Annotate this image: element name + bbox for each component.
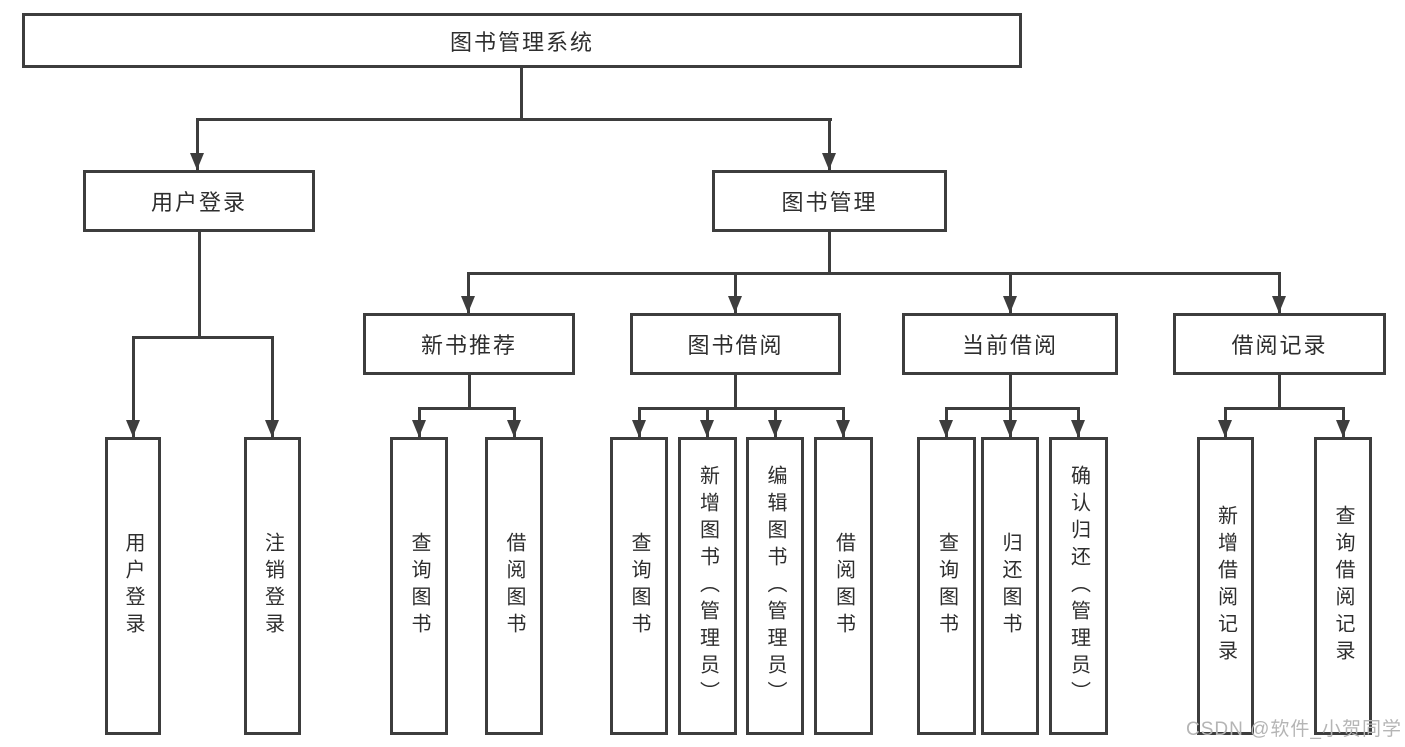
- connector-line: [945, 407, 1079, 410]
- connector-line: [132, 336, 135, 437]
- connector-line: [828, 118, 831, 170]
- leaf-query-books-borrowing-label: 查询图书: [628, 532, 650, 640]
- arrowhead-down-icon: [265, 420, 279, 437]
- arrowhead-down-icon: [728, 296, 742, 313]
- arrowhead-down-icon: [507, 420, 521, 437]
- node-borrowing-records: 借阅记录: [1173, 313, 1386, 375]
- connector-line: [1009, 375, 1012, 407]
- leaf-add-borrow-record-label: 新增借阅记录: [1214, 505, 1237, 667]
- connector-line: [196, 118, 832, 121]
- leaf-query-books-current: 查询图书: [917, 437, 976, 735]
- node-current-borrowing: 当前借阅: [902, 313, 1118, 375]
- arrowhead-down-icon: [1336, 420, 1350, 437]
- leaf-confirm-return-admin-label: 确认归还（管理员）: [1067, 464, 1090, 708]
- connector-line: [271, 336, 274, 437]
- node-book-management: 图书管理: [712, 170, 947, 232]
- arrowhead-down-icon: [412, 420, 426, 437]
- node-new-book-recommendation: 新书推荐: [363, 313, 575, 375]
- leaf-logout: 注销登录: [244, 437, 301, 735]
- leaf-borrow-books: 借阅图书: [814, 437, 873, 735]
- leaf-return-books-label: 归还图书: [999, 532, 1021, 640]
- connector-line: [196, 118, 199, 170]
- leaf-return-books: 归还图书: [981, 437, 1039, 735]
- connector-line: [1278, 375, 1281, 407]
- connector-line: [1009, 272, 1012, 313]
- connector-line: [734, 375, 737, 407]
- node-root-label: 图书管理系统: [449, 29, 594, 55]
- leaf-borrow-books-label: 借阅图书: [832, 532, 855, 640]
- leaf-user-login: 用户登录: [105, 437, 161, 735]
- connector-line: [1278, 272, 1281, 313]
- node-user-login: 用户登录: [83, 170, 315, 232]
- leaf-query-books-recommend: 查询图书: [390, 437, 448, 735]
- leaf-add-borrow-record: 新增借阅记录: [1197, 437, 1254, 735]
- leaf-add-books-admin: 新增图书（管理员）: [678, 437, 737, 735]
- leaf-confirm-return-admin: 确认归还（管理员）: [1049, 437, 1108, 735]
- arrowhead-down-icon: [1218, 420, 1232, 437]
- arrowhead-down-icon: [822, 153, 836, 170]
- leaf-edit-books-admin-label: 编辑图书（管理员）: [764, 464, 786, 708]
- connector-line: [418, 407, 516, 410]
- leaf-query-borrow-record-label: 查询借阅记录: [1332, 505, 1354, 667]
- connector-line: [1224, 407, 1344, 410]
- arrowhead-down-icon: [1003, 296, 1017, 313]
- leaf-query-books-recommend-label: 查询图书: [408, 532, 430, 640]
- leaf-borrow-books-recommend: 借阅图书: [485, 437, 543, 735]
- connector-line: [734, 272, 737, 313]
- leaf-query-borrow-record: 查询借阅记录: [1314, 437, 1372, 735]
- leaf-user-login-label: 用户登录: [122, 532, 144, 640]
- node-book-borrowing-label: 图书借阅: [687, 333, 784, 358]
- arrowhead-down-icon: [836, 420, 850, 437]
- connector-line: [638, 407, 844, 410]
- node-book-borrowing: 图书借阅: [630, 313, 841, 375]
- connector-line: [520, 68, 523, 118]
- connector-line: [467, 272, 470, 313]
- node-user-login-label: 用户登录: [150, 190, 247, 215]
- arrowhead-down-icon: [1272, 296, 1286, 313]
- leaf-logout-label: 注销登录: [261, 532, 284, 640]
- arrowhead-down-icon: [768, 420, 782, 437]
- node-borrowing-records-label: 借阅记录: [1231, 333, 1328, 358]
- arrowhead-down-icon: [939, 420, 953, 437]
- arrowhead-down-icon: [1071, 420, 1085, 437]
- arrowhead-down-icon: [700, 420, 714, 437]
- node-new-book-recommendation-label: 新书推荐: [420, 333, 517, 358]
- node-root: 图书管理系统: [22, 13, 1022, 68]
- arrowhead-down-icon: [126, 420, 140, 437]
- node-current-borrowing-label: 当前借阅: [961, 333, 1058, 358]
- leaf-edit-books-admin: 编辑图书（管理员）: [746, 437, 804, 735]
- leaf-add-books-admin-label: 新增图书（管理员）: [696, 464, 719, 708]
- arrowhead-down-icon: [461, 296, 475, 313]
- arrowhead-down-icon: [190, 153, 204, 170]
- node-book-management-label: 图书管理: [781, 190, 878, 215]
- csdn-watermark: CSDN @软件_小贺同学: [1186, 719, 1402, 740]
- connector-line: [467, 272, 1281, 275]
- connector-line: [132, 336, 274, 339]
- leaf-query-books-borrowing: 查询图书: [610, 437, 668, 735]
- connector-line: [828, 232, 831, 272]
- connector-line: [198, 232, 201, 336]
- leaf-query-books-current-label: 查询图书: [935, 532, 958, 640]
- arrowhead-down-icon: [632, 420, 646, 437]
- connector-line: [468, 375, 471, 407]
- arrowhead-down-icon: [1003, 420, 1017, 437]
- leaf-borrow-books-recommend-label: 借阅图书: [503, 532, 525, 640]
